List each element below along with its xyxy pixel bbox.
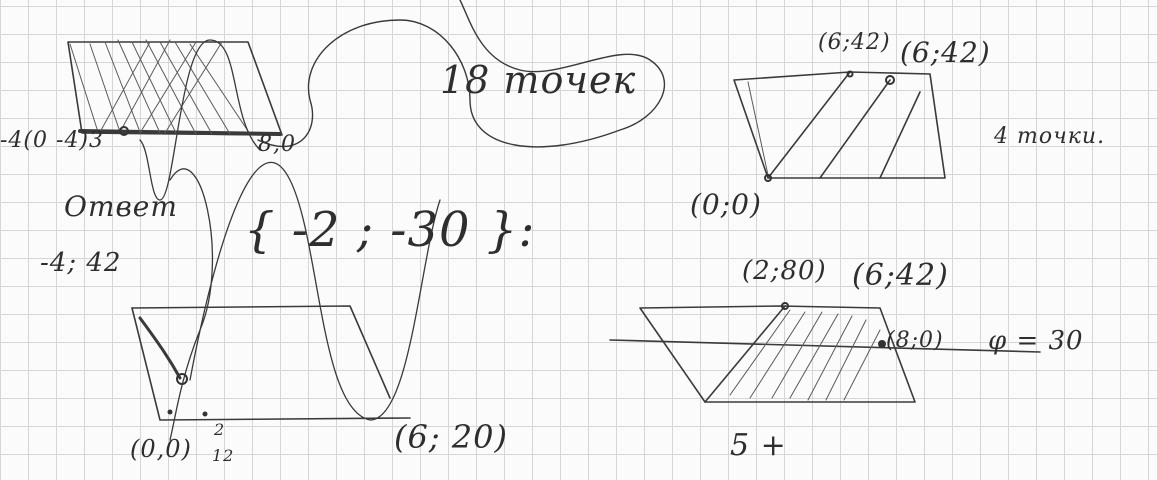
phi-label: φ = 30 xyxy=(988,326,1084,356)
origin-left-label: -4(0 -4)3 xyxy=(0,128,105,153)
count-label-right: 4 точки. xyxy=(994,124,1106,149)
origin-right-label: 8,0 xyxy=(258,132,296,157)
answer-label: Ответ xyxy=(64,190,178,223)
loop-curve xyxy=(257,0,666,148)
top-point-a: (6;42) xyxy=(818,30,891,55)
answer-set: { -2 ; -30 }: xyxy=(244,202,536,258)
right-origin-label: (0;0) xyxy=(690,188,762,221)
point-label-left: -4; 42 xyxy=(40,248,122,278)
right-bottom-trapezoid xyxy=(609,302,1041,403)
mark-point-label: (8;0) xyxy=(886,328,944,353)
bottom-right-label: 5 + xyxy=(730,428,787,463)
top-point-b: (6;42) xyxy=(900,36,991,69)
right-point-label: (6; 20) xyxy=(394,418,508,456)
right-top-trapezoid xyxy=(733,70,946,182)
mid-point-a: (2;80) xyxy=(742,256,827,286)
big-sine-curve xyxy=(139,39,441,441)
count-label-left: 18 точек xyxy=(440,58,637,102)
bottom-origin-label: (0,0) xyxy=(130,435,192,463)
fraction-denominator: 12 xyxy=(212,446,235,465)
left-top-trapezoid xyxy=(67,39,283,136)
left-bottom-diagram xyxy=(131,305,411,421)
fraction-numerator: 2 xyxy=(214,420,226,439)
mid-point-b: (6;42) xyxy=(852,258,949,293)
